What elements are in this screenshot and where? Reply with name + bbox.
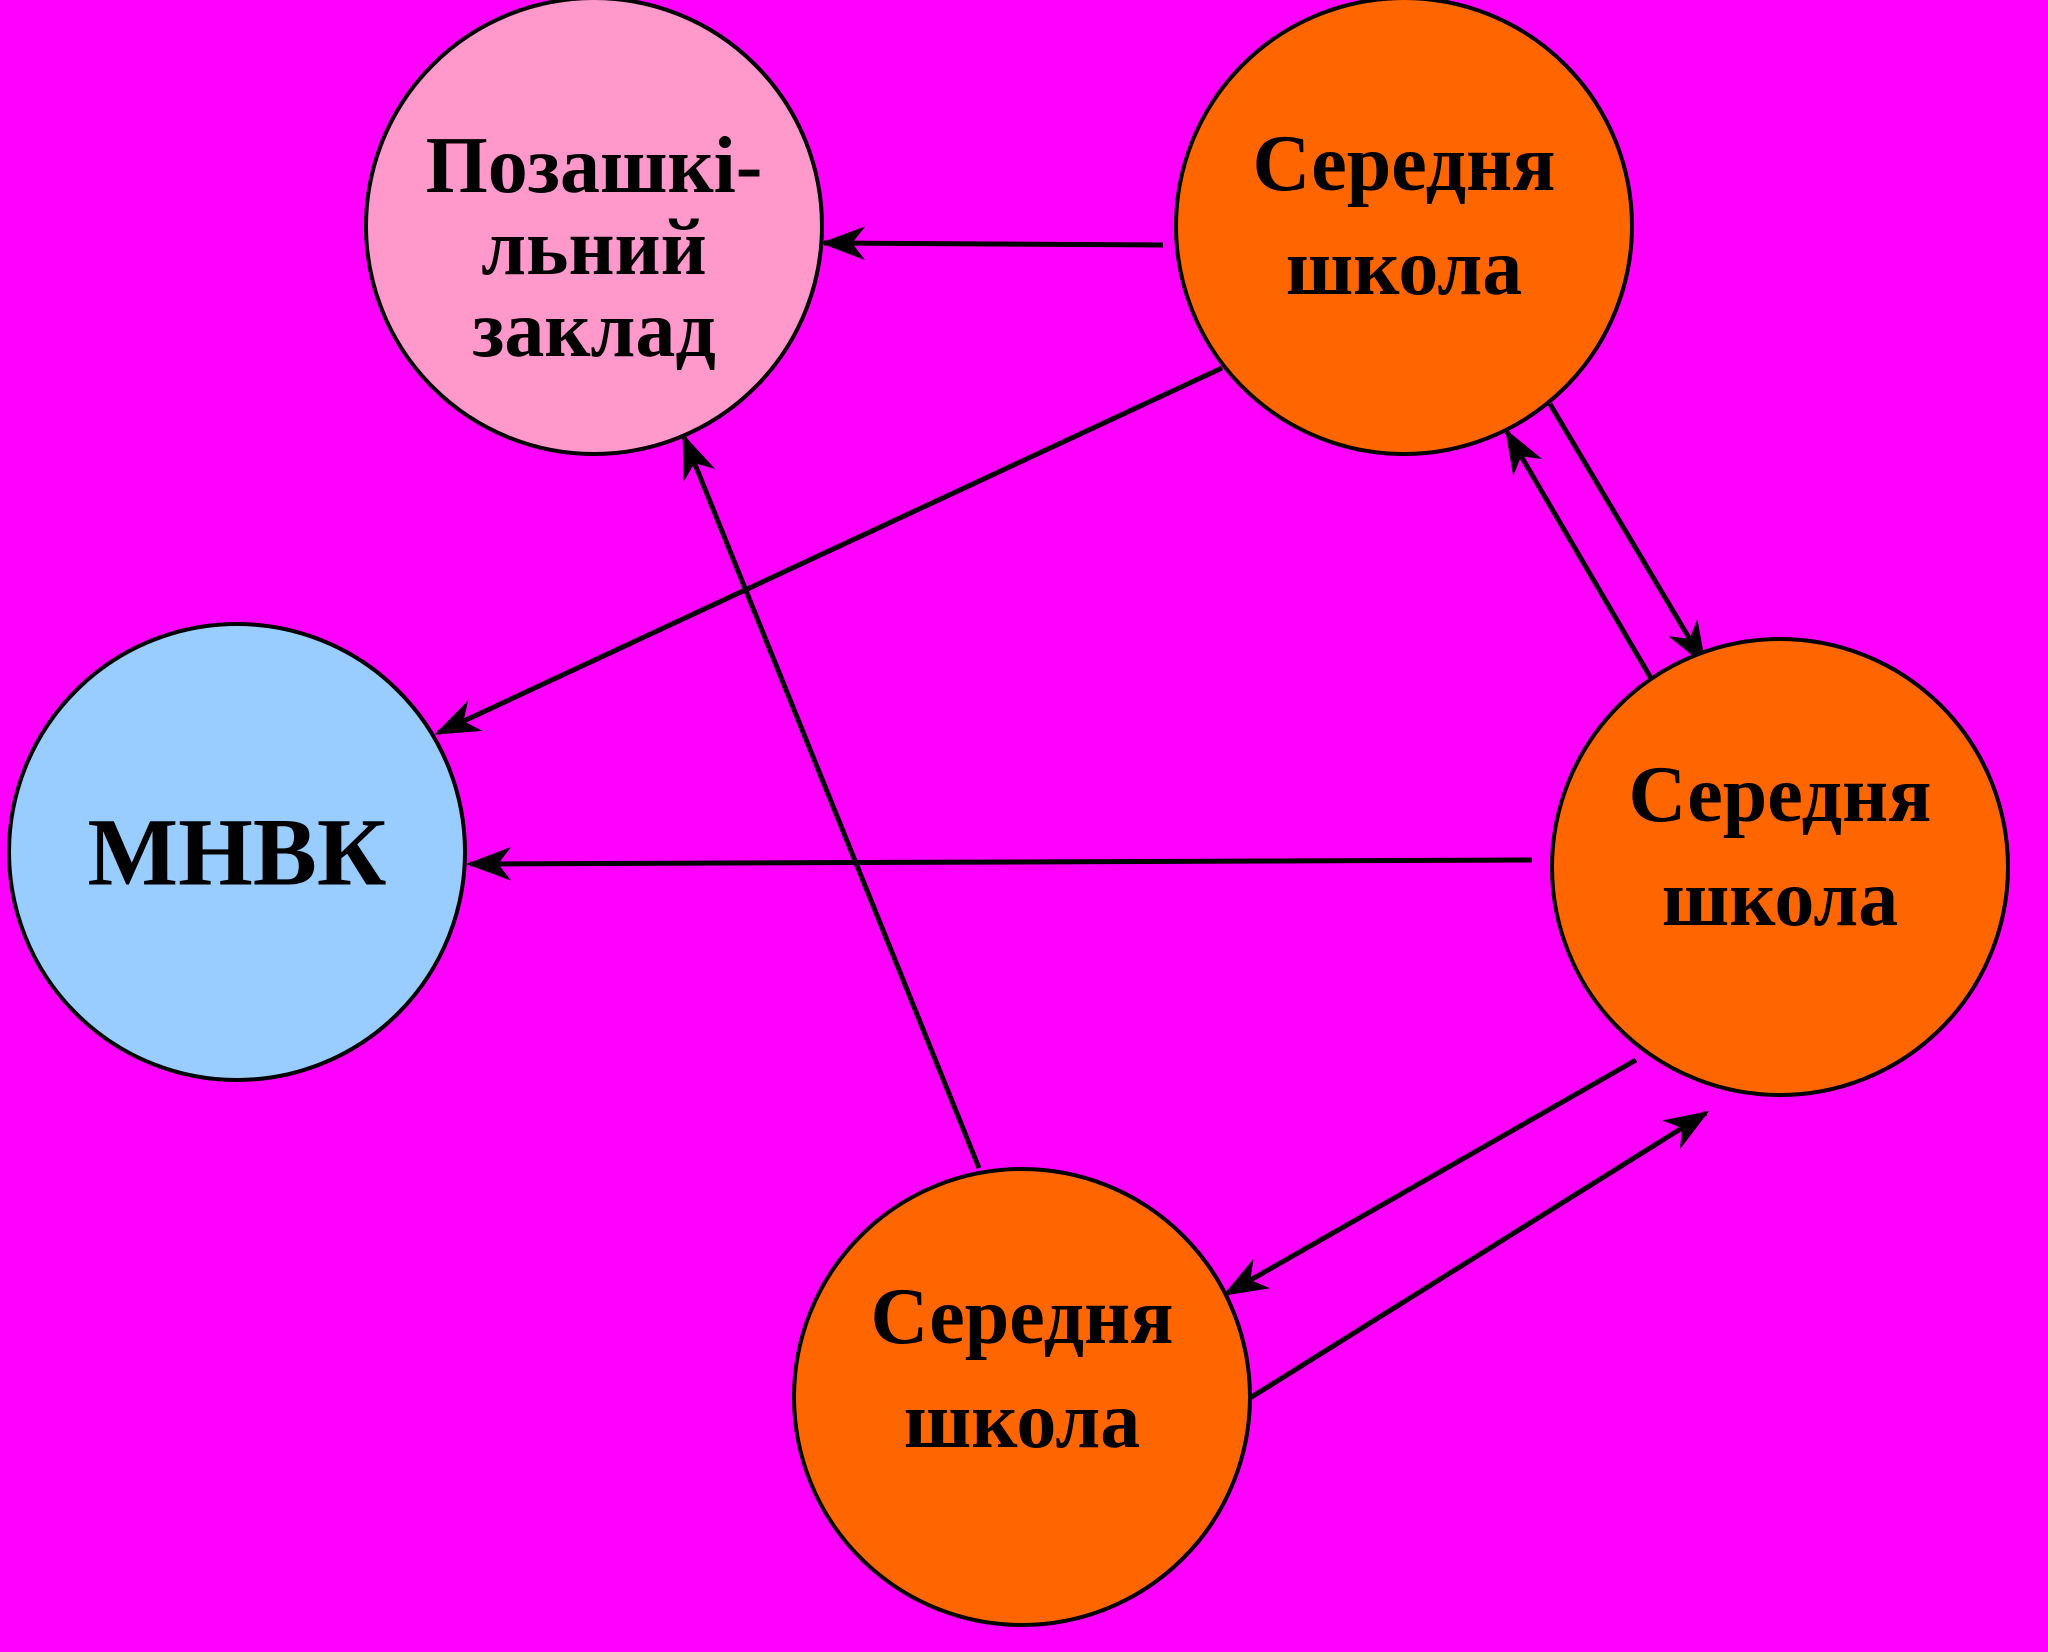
- arrow-school-top-to-mnvk: [434, 365, 1224, 736]
- node-school-bottom: Середня школа: [792, 1167, 1252, 1627]
- nodes-layer: Позашкі-льнийзакладМНВКСередняшколаСеред…: [7, 0, 2010, 1627]
- node-label-school-bottom-line-0: Середня: [870, 1273, 1173, 1361]
- node-label-pozashkilnyi-line-1: льний: [481, 204, 706, 292]
- node-circle-school-top: [1174, 0, 1634, 456]
- node-circle-school-bottom: [792, 1167, 1252, 1627]
- node-circle-school-right: [1550, 637, 2010, 1097]
- node-label-school-bottom-line-1: школа: [904, 1377, 1140, 1465]
- node-label-school-top-line-0: Середня: [1252, 120, 1555, 208]
- arrow-school-right-to-mnvk: [466, 846, 1533, 881]
- node-circle-pozashkilnyi: [364, 0, 824, 456]
- arrow-school-top-to-school-right: [1547, 402, 1707, 667]
- node-label-pozashkilnyi-line-2: заклад: [472, 286, 716, 374]
- node-label-school-right-line-0: Середня: [1628, 751, 1931, 839]
- arrow-school-bottom-to-pozashkilnyi: [681, 433, 982, 1169]
- node-circle-mnvk: [7, 622, 467, 1082]
- arrow-school-right-to-school-top: [1504, 428, 1655, 682]
- node-label-school-right-line-1: школа: [1662, 855, 1898, 943]
- arrow-school-top-to-pozashkilnyi: [820, 226, 1164, 261]
- node-label-mnvk-line-0: МНВК: [88, 799, 387, 906]
- node-label-pozashkilnyi-line-0: Позашкі-: [426, 122, 763, 210]
- node-school-top: Середня школа: [1174, 0, 1634, 456]
- arrow-school-bottom-to-school-right: [1248, 1110, 1710, 1401]
- node-label-school-top-line-1: школа: [1286, 224, 1522, 312]
- arrow-school-right-to-school-bottom: [1222, 1057, 1638, 1297]
- node-school-right: Середня школа: [1550, 637, 2010, 1097]
- edges-layer: [434, 226, 1710, 1401]
- node-mnvk: МНВК: [7, 622, 467, 1082]
